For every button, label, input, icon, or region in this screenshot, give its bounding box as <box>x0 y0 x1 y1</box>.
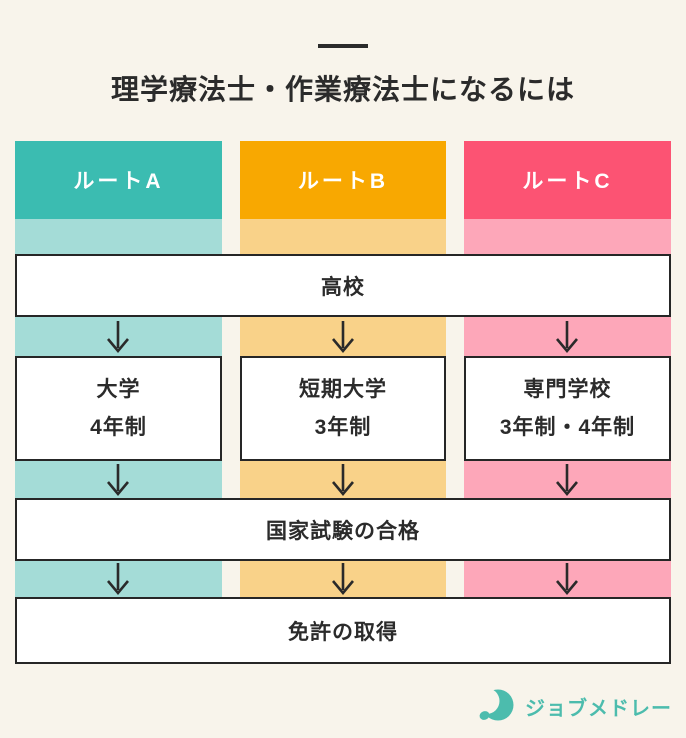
down-arrow-icon <box>105 320 131 354</box>
down-arrow-icon <box>105 562 131 596</box>
brand-name: ジョブメドレー <box>525 697 672 720</box>
title-dash <box>318 44 368 48</box>
down-arrow-icon <box>330 463 356 497</box>
route-a-label: ルートA <box>73 170 164 193</box>
down-arrow-icon <box>105 463 131 497</box>
page-title: 理学療法士・作業療法士になるには <box>110 74 575 105</box>
step-box-vocational-school: 専門学校 3年制・4年制 <box>464 356 671 461</box>
route-b-header: ルートB <box>240 141 446 219</box>
school-duration: 3年制・4年制 <box>499 415 636 439</box>
route-c-label: ルートC <box>522 170 613 193</box>
step-box-university: 大学 4年制 <box>15 356 222 461</box>
down-arrow-icon <box>330 562 356 596</box>
school-duration: 3年制 <box>314 415 372 439</box>
step-box-highschool: 高校 <box>15 254 671 317</box>
down-arrow-icon <box>330 320 356 354</box>
step-highschool-label: 高校 <box>321 275 365 299</box>
step-exam-label: 国家試験の合格 <box>266 519 420 543</box>
step-box-license: 免許の取得 <box>15 597 671 664</box>
school-name: 短期大学 <box>299 377 387 401</box>
step-box-junior-college: 短期大学 3年制 <box>240 356 446 461</box>
route-a-header: ルートA <box>15 141 222 219</box>
flowchart: ルートA ルートB ルートC 高校 大学 4年制 短期大学 3年制 <box>15 141 671 664</box>
school-name: 専門学校 <box>523 377 612 401</box>
route-b-label: ルートB <box>297 170 389 193</box>
down-arrow-icon <box>554 320 580 354</box>
school-name: 大学 <box>96 377 141 401</box>
step-box-national-exam: 国家試験の合格 <box>15 498 671 561</box>
crescent-moon-icon <box>476 688 514 721</box>
school-duration: 4年制 <box>90 415 147 439</box>
down-arrow-icon <box>554 463 580 497</box>
step-license-label: 免許の取得 <box>288 620 398 644</box>
route-c-header: ルートC <box>464 141 671 219</box>
down-arrow-icon <box>554 562 580 596</box>
brand-logo: ジョブメドレー <box>476 686 672 726</box>
